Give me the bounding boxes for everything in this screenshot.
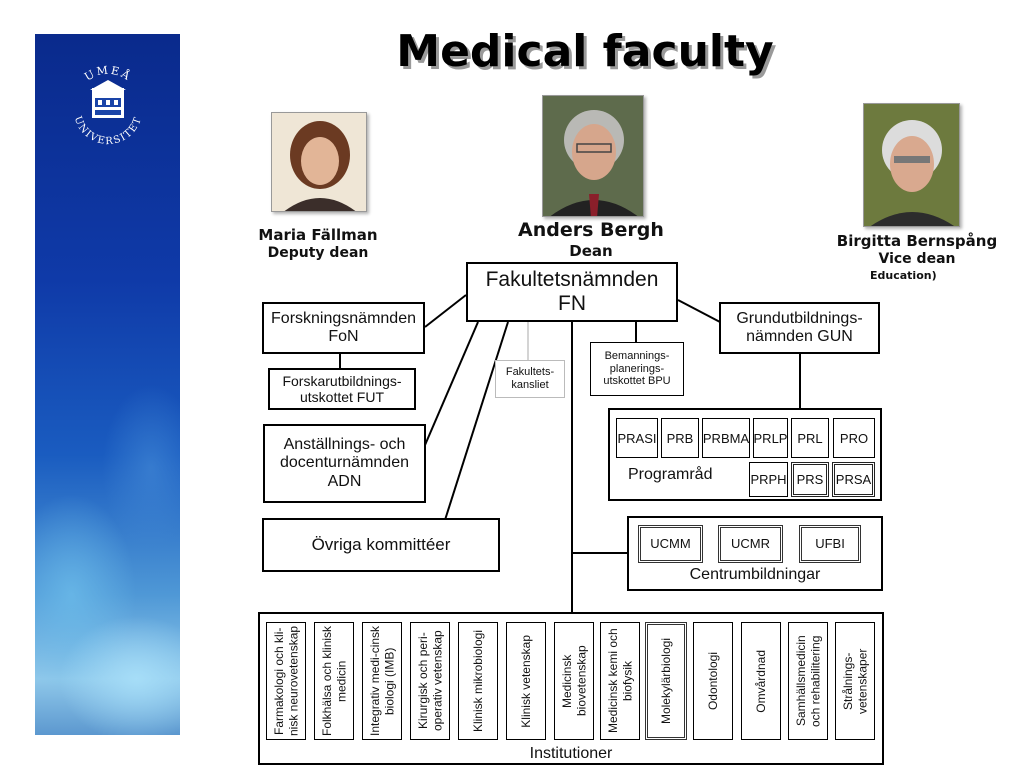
institution-name: Kirurgisk och peri-operativ vetenskap bbox=[415, 630, 444, 732]
institution-name: Medicinsk kemi och biofysik bbox=[605, 628, 634, 734]
institution-item: Odontologi bbox=[693, 622, 733, 740]
grundutbildningsnamnden-box: Grundutbildnings- nämnden GUN bbox=[719, 302, 880, 354]
deputy-dean-name: Maria Fällman bbox=[258, 226, 378, 244]
page-title: Medical faculty bbox=[396, 26, 774, 77]
programrad-label: Programråd bbox=[628, 466, 713, 483]
programrad-item: PRASI bbox=[616, 418, 658, 458]
ovriga-kommitteer-box: Övriga kommittéer bbox=[262, 518, 500, 572]
institution-name: Farmakologi och kli-nisk neurovetenskap bbox=[271, 625, 300, 737]
institution-name: Molekylärbiologi bbox=[658, 637, 673, 725]
institution-item: Omvårdnad bbox=[741, 622, 781, 740]
adn-line2: docenturnämnden bbox=[280, 454, 409, 472]
vice-dean-role: Vice dean bbox=[878, 251, 956, 267]
anstallningsnamnden-box: Anställnings- och docenturnämnden ADN bbox=[263, 424, 426, 503]
fon-line1: Forskningsnämnden bbox=[271, 309, 416, 327]
fn-line1: Fakultetsnämnden bbox=[485, 267, 659, 291]
dean-photo bbox=[542, 95, 644, 217]
dean-role: Dean bbox=[569, 242, 613, 260]
kansliet-line2: kansliet bbox=[511, 379, 549, 391]
gun-line1: Grundutbildnings- bbox=[736, 309, 863, 327]
programrad-item: PRBMA bbox=[702, 418, 750, 458]
programrad-item: PRS bbox=[791, 462, 829, 497]
programrad-item: PRLP bbox=[753, 418, 788, 458]
institution-item: Medicinsk biovetenskap bbox=[554, 622, 594, 740]
institution-item: Klinisk vetenskap bbox=[506, 622, 546, 740]
institution-item: Samhällsmedicin och rehabilitering bbox=[788, 622, 828, 740]
bpu-line3: utskottet BPU bbox=[603, 375, 671, 388]
institution-name: Folkhälsa och klinisk medicin bbox=[319, 625, 348, 737]
svg-text:UNIVERSITET: UNIVERSITET bbox=[72, 115, 144, 147]
dean-name: Anders Bergh bbox=[518, 219, 664, 241]
programrad-item: PRO bbox=[833, 418, 875, 458]
fn-line2: FN bbox=[558, 292, 586, 315]
institution-name: Klinisk vetenskap bbox=[518, 634, 533, 728]
deputy-dean-role: Deputy dean bbox=[267, 245, 369, 261]
institution-item: Strålnings-vetenskaper bbox=[835, 622, 875, 740]
institution-name: Medicinsk biovetenskap bbox=[559, 645, 588, 717]
forskarutbildningsutskottet-box: Forskarutbildnings- utskottet FUT bbox=[268, 368, 416, 410]
deputy-dean-photo bbox=[271, 112, 367, 212]
institution-item: Medicinsk kemi och biofysik bbox=[600, 622, 640, 740]
programrad-item: PRL bbox=[791, 418, 829, 458]
institution-name: Klinisk mikrobiologi bbox=[470, 629, 485, 733]
centrum-item: UCMR bbox=[718, 525, 783, 563]
centrumbildningar-label: Centrumbildningar bbox=[689, 566, 821, 583]
institution-item: Farmakologi och kli-nisk neurovetenskap bbox=[266, 622, 306, 740]
forskningsnamnden-box: Forskningsnämnden FoN bbox=[262, 302, 425, 354]
programrad-item: PRPH bbox=[749, 462, 788, 497]
vice-dean-role-detail: Education) bbox=[870, 269, 937, 282]
programrad-item: PRB bbox=[661, 418, 699, 458]
bpu-line2: planerings- bbox=[609, 362, 665, 375]
institution-name: Omvårdnad bbox=[753, 649, 768, 713]
institution-name: Integrativ medi-cinsk biologi (IMB) bbox=[367, 625, 396, 737]
gun-line2: nämnden GUN bbox=[746, 328, 853, 345]
fon-line2: FoN bbox=[328, 328, 359, 345]
institution-item: Klinisk mikrobiologi bbox=[458, 622, 498, 740]
institution-item: Folkhälsa och klinisk medicin bbox=[314, 622, 354, 740]
centrum-item: UCMM bbox=[638, 525, 703, 563]
kansliet-line1: Fakultets- bbox=[505, 366, 555, 379]
institution-item: Kirurgisk och peri-operativ vetenskap bbox=[410, 622, 450, 740]
adn-line1: Anställnings- och bbox=[283, 435, 406, 453]
programrad-item: PRSA bbox=[832, 462, 875, 497]
institution-name: Odontologi bbox=[705, 651, 720, 711]
vice-dean-photo bbox=[863, 103, 960, 227]
umea-universitet-seal-icon: UMEÅ UNIVERSITET bbox=[72, 63, 144, 147]
fakultetskansliet-box: Fakultets- kansliet bbox=[495, 360, 565, 398]
vice-dean-name: Birgitta Bernspång bbox=[836, 232, 998, 250]
institutioner-label: Institutioner bbox=[529, 745, 613, 762]
programrad-box bbox=[608, 408, 882, 501]
adn-line3: ADN bbox=[327, 472, 362, 490]
institution-name: Strålnings-vetenskaper bbox=[840, 648, 869, 714]
institution-item: Integrativ medi-cinsk biologi (IMB) bbox=[362, 622, 402, 740]
centrum-item: UFBI bbox=[799, 525, 861, 563]
institution-item: Molekylärbiologi bbox=[645, 622, 687, 740]
fakultetsnamnden-box: Fakultetsnämnden FN bbox=[466, 262, 678, 322]
bpu-line1: Bemannings- bbox=[604, 350, 670, 363]
fut-line2: utskottet FUT bbox=[299, 389, 385, 405]
fut-line1: Forskarutbildnings- bbox=[282, 372, 402, 389]
institution-name: Samhällsmedicin och rehabilitering bbox=[793, 635, 822, 727]
bemanningsplaneringsutskottet-box: Bemannings- planerings- utskottet BPU bbox=[590, 342, 684, 396]
side-band bbox=[35, 34, 180, 735]
